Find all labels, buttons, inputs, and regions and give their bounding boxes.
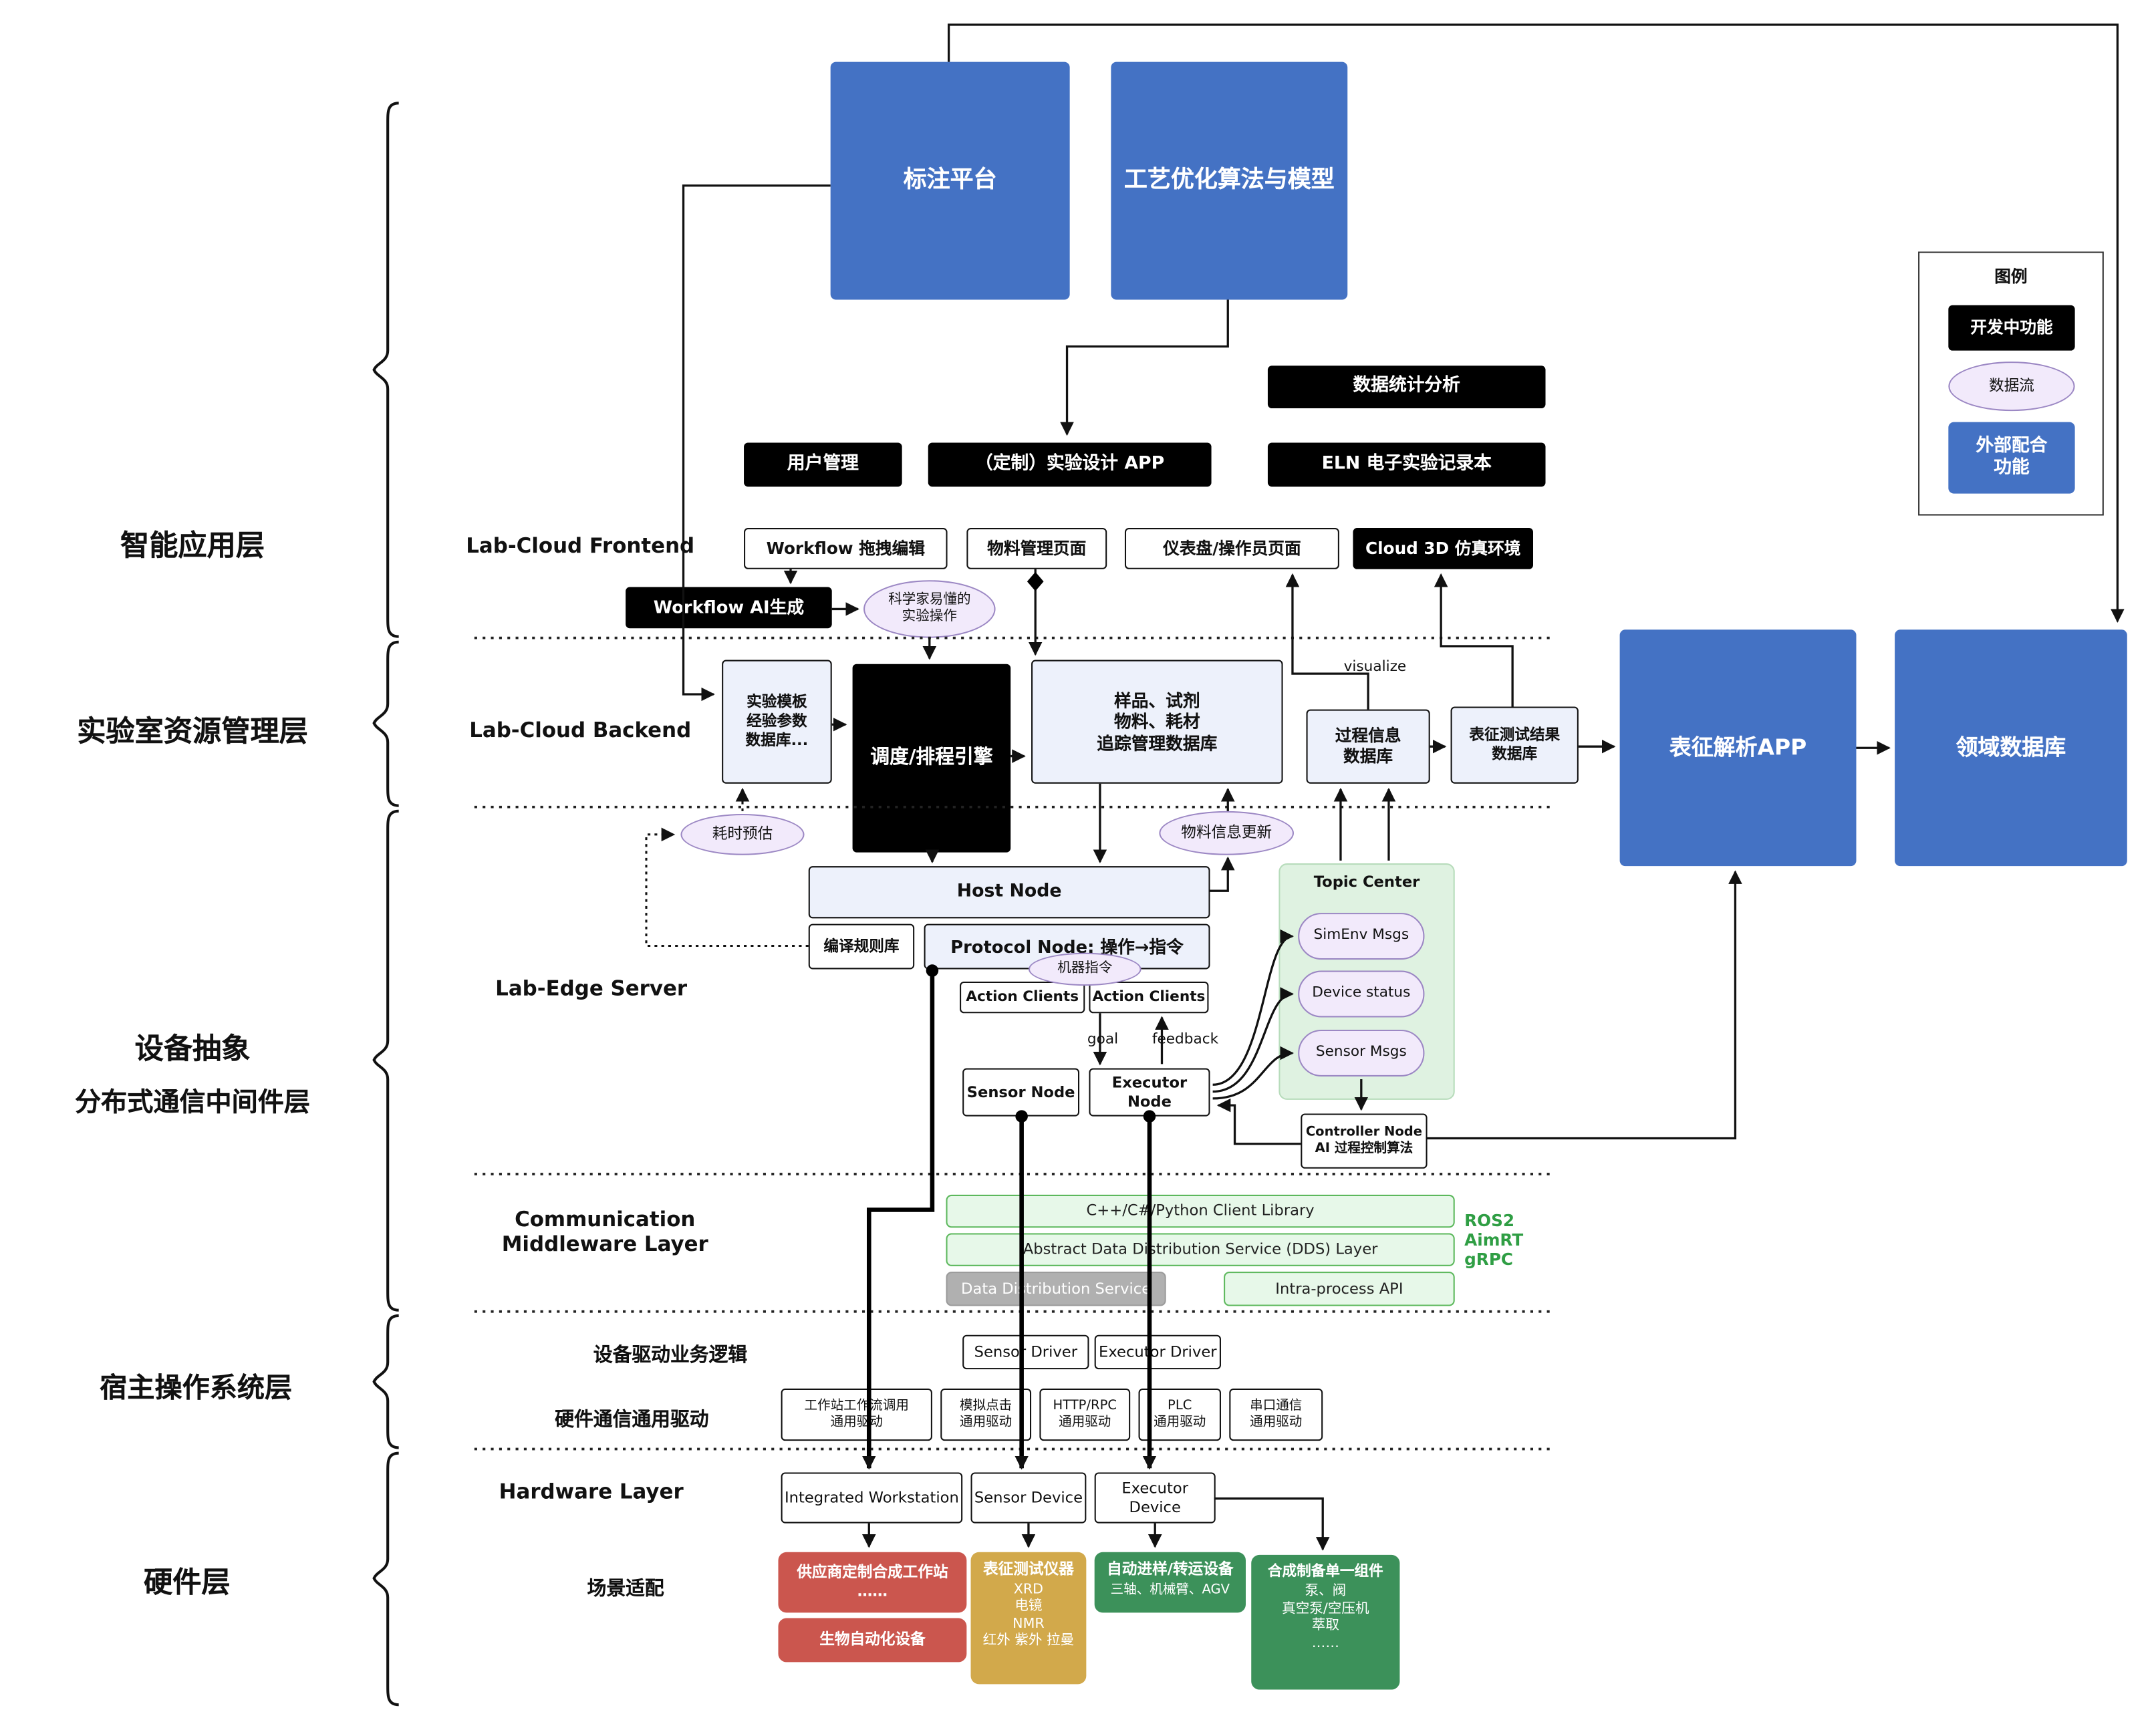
arrow-controller-to-executor [1216, 1098, 1301, 1145]
legend-dataflow: 数据流 [1948, 362, 2075, 412]
driver-http-box: HTTP/RPC 通用驱动 [1039, 1388, 1131, 1441]
visualize-label: visualize [1343, 658, 1407, 676]
eln-box: ELN 电子实验记录本 [1267, 442, 1546, 487]
feedback-label: feedback [1152, 1031, 1219, 1048]
process-optimization-box: 工艺优化算法与模型 [1111, 61, 1348, 300]
integrated-workstation-box: Integrated Workstation [781, 1472, 963, 1524]
driver-serial-box: 串口通信 通用驱动 [1229, 1388, 1323, 1441]
hardware-section-label: Hardware Layer [499, 1479, 684, 1504]
scientist-ops-ellipse: 科学家易懂的 实验操作 [863, 580, 996, 638]
layer-braces [372, 102, 399, 1707]
edge-section-label: Lab-Edge Server [495, 976, 688, 1001]
arrow-optimization-to-design-app [1060, 299, 1229, 436]
intra-process-box: Intra-process API [1224, 1272, 1455, 1306]
layer-label-resource: 实验室资源管理层 [77, 714, 308, 748]
sensor-msgs-pill: Sensor Msgs [1298, 1029, 1425, 1077]
characterization-db-box: 表征测试结果 数据库 [1450, 706, 1579, 784]
layer-label-middleware-1: 设备抽象 [134, 1032, 251, 1066]
synthesis-components-box: 合成制备单一组件 泵、阀 真空泵/空压机 萃取 …… [1251, 1554, 1400, 1690]
material-update-ellipse: 物料信息更新 [1159, 811, 1295, 855]
protocols-label: ROS2 AimRT gRPC [1464, 1211, 1524, 1269]
sensor-device-box: Sensor Device [970, 1472, 1087, 1524]
arrow-host-to-material-update [1210, 856, 1235, 892]
bio-automation-box: 生物自动化设备 [778, 1618, 967, 1663]
middleware-section-label: Communication Middleware Layer [501, 1207, 708, 1257]
action-clients-box-1: Action Clients [960, 981, 1085, 1014]
backend-section-label: Lab-Cloud Backend [469, 717, 692, 742]
client-library-box: C++/C#/Python Client Library [946, 1194, 1455, 1228]
sensor-driver-box: Sensor Driver [962, 1334, 1089, 1370]
sample-db-box: 样品、试剂 物料、耗材 追踪管理数据库 [1031, 660, 1283, 784]
characterization-instruments-box: 表征测试仪器 XRD 电镜 NMR 红外 紫外 拉曼 [970, 1552, 1087, 1685]
characterization-title: 表征测试仪器 [983, 1560, 1074, 1578]
synthesis-title: 合成制备单一组件 [1267, 1563, 1383, 1580]
executor-node-box: Executor Node [1089, 1068, 1210, 1117]
layer-label-host-os: 宿主操作系统层 [100, 1371, 293, 1404]
executor-driver-box: Executor Driver [1094, 1334, 1221, 1370]
dds-abstract-box: Abstract Data Distribution Service (DDS)… [946, 1233, 1455, 1266]
time-estimate-ellipse: 耗时预估 [680, 813, 805, 855]
hw-comm-label: 硬件通信通用驱动 [555, 1409, 709, 1431]
compile-rules-box: 编译规则库 [808, 923, 915, 970]
template-db-box: 实验模板 经验参数 数据库... [722, 660, 832, 784]
transfer-equipment-box: 自动进样/转运设备 三轴、机械臂、AGV [1094, 1552, 1246, 1613]
arrow-char-db-to-cloud3d [1434, 573, 1514, 707]
characterization-app-box: 表征解析APP [1619, 629, 1857, 867]
arrow-process-db-to-dashboard [1285, 573, 1369, 710]
dashboard-page-box: 仪表盘/操作员页面 [1124, 528, 1339, 569]
frontend-section-label: Lab-Cloud Frontend [466, 533, 695, 559]
layer-label-hardware: 硬件层 [143, 1566, 231, 1599]
controller-node-box: Controller Node AI 过程控制算法 [1301, 1113, 1428, 1169]
executor-device-box: Executor Device [1094, 1472, 1216, 1524]
legend-title: 图例 [1994, 267, 2028, 286]
user-management-box: 用户管理 [744, 442, 902, 487]
annotation-platform-box: 标注平台 [830, 61, 1070, 300]
arrow-executor-to-synthesis [1214, 1497, 1330, 1551]
workflow-editor-box: Workflow 拖拽编辑 [744, 528, 948, 569]
scenario-label: 场景适配 [587, 1578, 664, 1600]
synthesis-items: 泵、阀 真空泵/空压机 萃取 …… [1282, 1584, 1369, 1651]
topic-center-title: Topic Center [1313, 873, 1420, 891]
device-status-pill: Device status [1298, 970, 1425, 1018]
data-statistics-box: 数据统计分析 [1267, 366, 1546, 409]
dds-service-box: Data Distribution Service [946, 1272, 1166, 1306]
domain-db-box: 领域数据库 [1895, 629, 2127, 867]
driver-logic-label: 设备驱动业务逻辑 [593, 1344, 748, 1367]
characterization-items: XRD 电镜 NMR 红外 紫外 拉曼 [982, 1582, 1075, 1649]
legend-external: 外部配合 功能 [1948, 422, 2075, 494]
cloud-3d-box: Cloud 3D 仿真环境 [1353, 528, 1534, 569]
goal-label: goal [1087, 1031, 1119, 1048]
driver-workstation-box: 工作站工作流调用 通用驱动 [781, 1388, 932, 1441]
workflow-ai-box: Workflow AI生成 [626, 587, 832, 629]
driver-plc-box: PLC 通用驱动 [1138, 1388, 1221, 1441]
layer-label-app: 智能应用层 [120, 529, 265, 563]
experiment-design-app-box: （定制）实验设计 APP [928, 442, 1212, 487]
driver-click-box: 模拟点击 通用驱动 [940, 1388, 1032, 1441]
host-node-box: Host Node [808, 866, 1210, 919]
arrow-controller-to-char-app [1426, 870, 1742, 1140]
sensor-node-box: Sensor Node [962, 1068, 1080, 1117]
action-clients-box-2: Action Clients [1089, 981, 1209, 1014]
vendor-workstation-box: 供应商定制合成工作站 …… [778, 1552, 967, 1613]
transfer-items: 三轴、机械臂、AGV [1110, 1582, 1230, 1598]
scheduler-box: 调度/排程引擎 [852, 664, 1011, 853]
simenv-msgs-pill: SimEnv Msgs [1298, 913, 1425, 960]
material-page-box: 物料管理页面 [966, 528, 1107, 569]
machine-cmd-ellipse: 机器指令 [1028, 952, 1141, 986]
material-junction-diamond [1027, 571, 1044, 591]
layer-label-middleware-2: 分布式通信中间件层 [75, 1087, 310, 1118]
process-db-box: 过程信息 数据库 [1306, 709, 1430, 784]
transfer-title: 自动进样/转运设备 [1107, 1560, 1234, 1578]
legend-developing: 开发中功能 [1948, 305, 2075, 351]
